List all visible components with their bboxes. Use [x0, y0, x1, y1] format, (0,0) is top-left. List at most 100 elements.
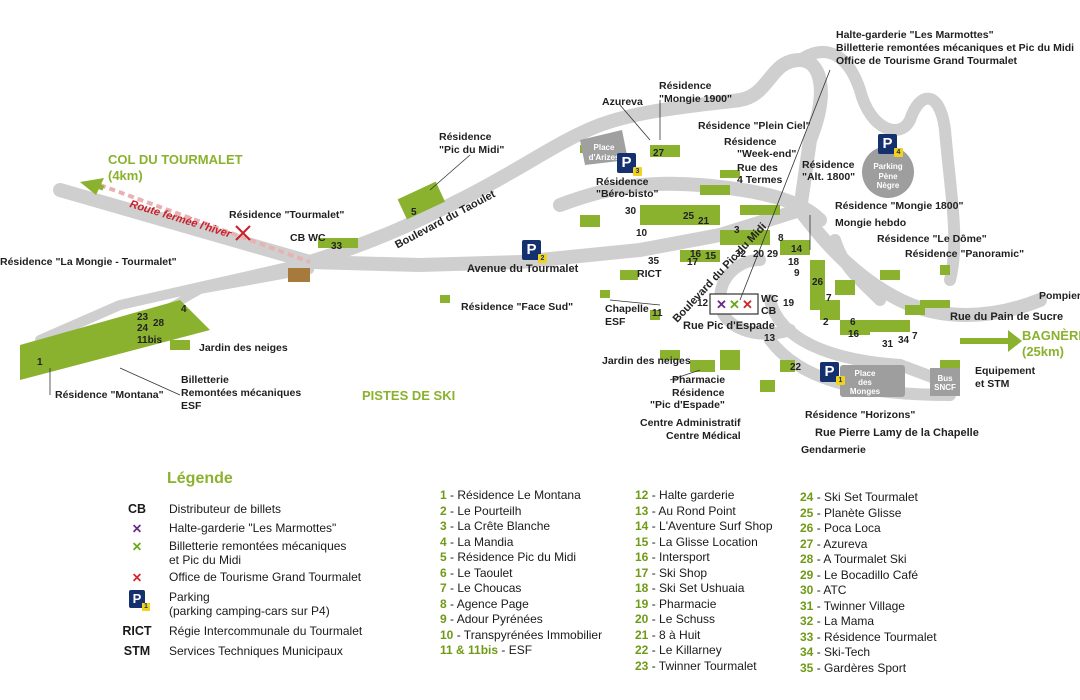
rict-label: RICT: [637, 268, 662, 280]
buildings: [20, 145, 960, 392]
res-alt-2: "Alt. 1800": [802, 171, 856, 183]
chapelle-2: ESF: [605, 316, 626, 328]
num-16b: 16: [848, 329, 860, 340]
bagneres-arrow: [960, 330, 1022, 352]
res-bero-2: "Béro-bisto": [596, 188, 659, 200]
num-30: 30: [625, 206, 637, 217]
route-fermee-line: [80, 178, 311, 264]
legend-item-30: 30 - ATC: [800, 583, 847, 597]
res-pic-espade-2: "Pic d'Espade": [650, 399, 725, 411]
legend-desc-3: Billetterie remontées mécaniques: [169, 539, 347, 553]
col-tourmalet-distance: (4km): [108, 168, 143, 183]
marker-billetterie-icon: ✕: [729, 297, 740, 312]
pistes-label: PISTES DE SKI: [362, 388, 456, 403]
res-dome: Résidence "Le Dôme": [877, 233, 987, 245]
legend-key-6: RICT: [122, 624, 152, 638]
legend-item-1: 1 - Résidence Le Montana: [440, 488, 581, 502]
res-weekend-1: Résidence: [724, 136, 777, 148]
legend-item-13: 13 - Au Rond Point: [635, 503, 736, 518]
num-8: 8: [778, 233, 784, 244]
resort-map: COL DU TOURMALET (4km) BAGNÈRES (25km) P…: [0, 29, 1080, 456]
parking-pene-2: Pène Nègre: [876, 172, 900, 190]
num-15: 15: [705, 251, 717, 262]
legend-item-24: 24 - Ski Set Tourmalet: [800, 490, 918, 504]
legend-item-34: 34 - Ski-Tech: [800, 645, 871, 659]
legend-item-17: 17 - Ski Shop: [635, 565, 708, 580]
halte-line3: Office de Tourisme Grand Tourmalet: [836, 55, 1018, 67]
place-monges-3: Monges: [849, 387, 881, 396]
num-14: 14: [791, 244, 803, 255]
num-29: 29: [767, 249, 779, 260]
num-6: 6: [850, 317, 856, 328]
num-20: 20: [753, 249, 765, 260]
legend-item-18: 18 - Ski Set Ushuaia: [635, 581, 745, 595]
res-mongie1900-1: Résidence: [659, 80, 712, 92]
legend-item-5: 5 - Résidence Pic du Midi: [440, 550, 577, 564]
legend-item-28: 28 - A Tourmalet Ski: [800, 552, 907, 566]
legend-key-7: STM: [123, 644, 151, 658]
pompiers: Pompiers: [1039, 290, 1080, 302]
res-mongie-tourmalet: Résidence "La Mongie - Tourmalet": [0, 256, 177, 268]
num-21: 21: [698, 216, 710, 227]
res-mongie1800: Résidence "Mongie 1800": [835, 200, 964, 212]
stm-label: et STM: [975, 378, 1010, 390]
legend-key-3: ✕: [131, 540, 143, 554]
place-des-monges: [840, 365, 905, 397]
pharmacie-label: Pharmacie: [672, 374, 726, 386]
cb-wc-label: CB WC: [290, 232, 326, 244]
leader-lines: [49, 69, 831, 396]
legend-desc-7: Services Techniques Municipaux: [169, 644, 343, 658]
num-24: 24: [137, 323, 149, 334]
centre-admin: Centre Administratif: [640, 417, 741, 429]
col-tourmalet-label: COL DU TOURMALET: [108, 152, 243, 167]
billetterie-3: ESF: [181, 400, 202, 412]
num-16a: 16: [690, 249, 702, 260]
legend-item-16: 16 - Intersport: [635, 550, 710, 564]
legend-item-4: 4 - La Mandia: [440, 534, 514, 549]
marker-halte-icon: ✕: [716, 297, 727, 312]
rue-4-termes-2: 4 Termes: [737, 174, 783, 186]
num-7: 7: [826, 293, 832, 304]
equipement: Equipement: [975, 365, 1036, 377]
place-monges-1: Place: [854, 369, 876, 378]
azureva-label: Azureva: [602, 96, 643, 108]
bus-sncf-2: SNCF: [934, 383, 956, 392]
legend-desc-5-line2: (parking camping-cars sur P4): [169, 604, 330, 618]
legend-item-20: 20 - Le Schuss: [635, 612, 716, 626]
legend-title: Légende: [167, 470, 233, 487]
res-panoramic: Résidence "Panoramic": [905, 248, 1025, 260]
place-monges-2: des: [858, 378, 872, 387]
num-28: 28: [153, 318, 165, 329]
rue-4-termes-1: Rue des: [737, 162, 778, 174]
parking-pene-1: Parking: [873, 162, 903, 171]
num-7b: 7: [912, 331, 918, 342]
centre-medical: Centre Médical: [666, 430, 741, 442]
legend-desc-4: Office de Tourisme Grand Tourmalet: [169, 570, 362, 584]
legend-item-32: 32 - La Mama: [800, 614, 875, 628]
legend-item-14: 14 - L'Aventure Surf Shop: [635, 519, 773, 533]
legend-item-11-11bis: 11 & 11bis - ESF: [440, 643, 533, 657]
legend-desc-2: Halte-garderie "Les Marmottes": [169, 521, 337, 535]
legend-item-9: 9 - Adour Pyrénées: [440, 612, 543, 626]
legend-item-6: 6 - Le Taoulet: [440, 565, 513, 580]
legend-item-19: 19 - Pharmacie: [635, 596, 717, 611]
num-31: 31: [882, 339, 894, 350]
num-25: 25: [683, 211, 695, 222]
legend-desc-6: Régie Intercommunale du Tourmalet: [169, 624, 363, 638]
place-arizes-1: Place: [593, 143, 615, 152]
num-5: 5: [411, 207, 417, 218]
num-4: 4: [181, 304, 187, 315]
bus-sncf-1: Bus: [937, 374, 953, 383]
tunnel-block: [288, 268, 310, 282]
place-arizes: [580, 130, 628, 165]
services-box: [709, 293, 759, 315]
